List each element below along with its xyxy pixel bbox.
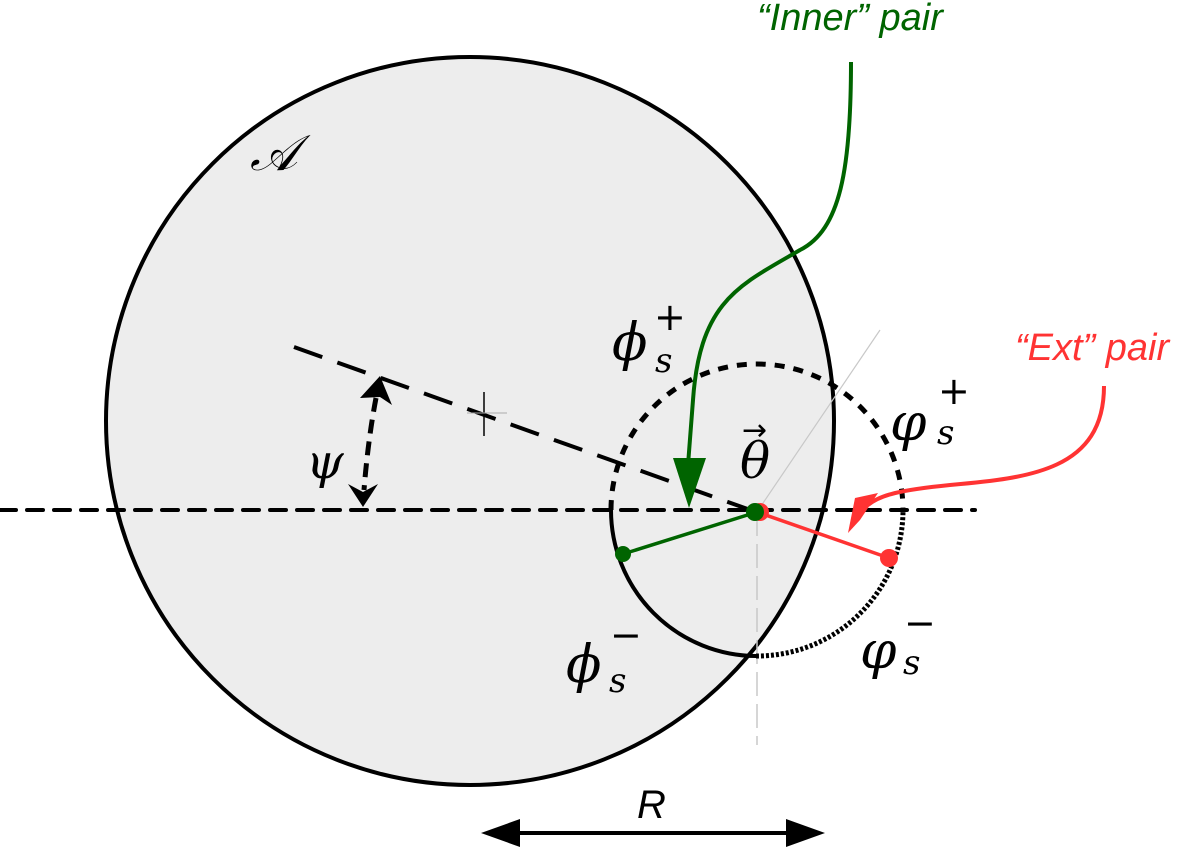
ext-pair-arrowhead [848,493,878,533]
small-circle-lower-solid [609,509,757,658]
small-circle-lower-dotted [755,509,906,659]
guide-line-diagonal [756,329,881,513]
phi-plus-symbol: ϕ [612,313,647,373]
theta-point [746,503,764,521]
varphi-minus-sup: − [904,601,936,645]
psi-label: ψ [306,434,345,490]
phi-minus-symbol: ϕ [566,635,601,695]
varphi-plus-sub: s [937,413,954,453]
psi-arrowhead-bottom [348,484,378,507]
radius-arrowhead-right [786,819,825,847]
radius-arrowhead-left [481,819,520,847]
phi-plus-sub: s [655,341,672,381]
inner-pair-label: “Inner” pair [757,0,944,39]
inner-pair-segment [622,510,758,556]
ext-pair-segment [756,510,890,560]
phi-minus-sup: − [610,613,642,657]
varphi-plus-symbol: φ [890,393,927,453]
ext-pair-label: “Ext” pair [1015,327,1170,369]
small-circle-upper-dashed [608,361,906,511]
theta-vector-arrow: → [742,413,767,448]
inner-pair-arrowhead [673,458,706,508]
psi-arrowhead-top [360,376,392,405]
varphi-minus-sub: s [903,643,920,683]
radius-label: R [637,783,666,827]
region-a-circle [104,55,836,787]
inner-pair-arrow-curve [686,61,853,466]
theta-label: θ [740,432,770,490]
phi-minus-point [615,546,631,562]
phi-plus-sup: + [654,295,686,339]
varphi-minus-point [880,549,898,567]
psi-angle-arc [361,397,379,491]
varphi-minus-symbol: φ [860,621,897,681]
tilted-axis-dashed [293,345,757,514]
ext-pair-arrow-curve [866,385,1106,507]
phi-minus-sub: s [609,661,626,701]
varphi-plus-sup: + [938,369,970,413]
